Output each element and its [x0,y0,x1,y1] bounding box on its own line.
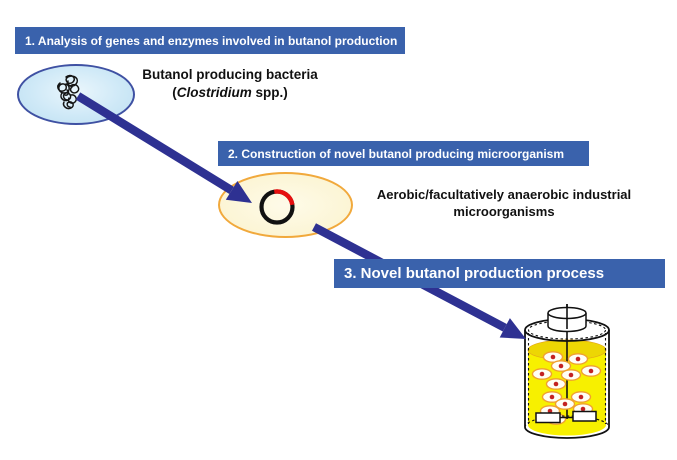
host-label-line1: Aerobic/facultatively anaerobic industri… [376,187,632,202]
chromosomal-dna-icon [57,74,80,110]
genus-name: Clostridium [176,85,252,100]
species-suffix: spp.) [251,85,288,100]
bacteria-label: Butanol producing bacteria (Clostridium … [135,66,325,102]
vessel-inner-dashed-lines [524,320,610,428]
step-2-banner: 2. Construction of novel butanol produci… [218,141,589,166]
step-3-banner: 3. Novel butanol production process [334,259,665,288]
host-label: Aerobic/facultatively anaerobic industri… [365,186,643,220]
bacteria-label-line2: (Clostridium spp.) [135,84,325,102]
bioreactor-icon [524,304,610,439]
step-1-banner: 1. Analysis of genes and enzymes involve… [15,27,405,54]
host-label-line2: microorganisms [453,204,555,219]
plasmid-icon [259,189,295,225]
microbe-dots [539,354,594,422]
bacteria-label-line1: Butanol producing bacteria [142,67,318,82]
impeller [535,410,597,424]
